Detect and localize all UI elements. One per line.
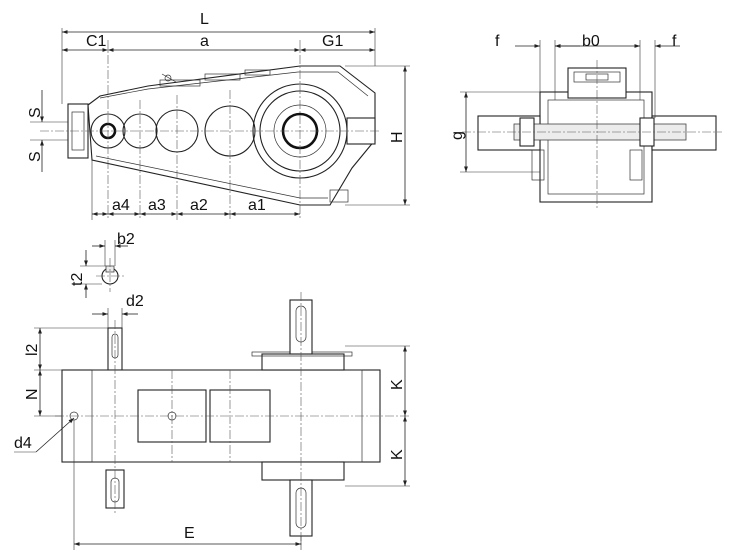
side-view (462, 60, 722, 210)
dim-label-d2: d2 (126, 293, 144, 310)
dim-label-N: N (24, 388, 41, 400)
dim-label-f-right: f (672, 33, 677, 50)
dim-label-E: E (184, 525, 195, 542)
dim-label-G1: G1 (322, 33, 343, 50)
dim-label-l2: l2 (24, 343, 41, 356)
dim-label-f-left: f (495, 33, 500, 50)
dim-label-L: L (200, 11, 209, 28)
dim-label-g: g (449, 131, 466, 140)
dim-label-b2: b2 (117, 231, 135, 248)
dim-label-H: H (389, 131, 406, 143)
dim-label-a2: a2 (190, 197, 208, 214)
top-view (55, 292, 410, 545)
side-view-dimensions: f b0 f g (449, 33, 680, 173)
top-view-dimensions: d2 l2 N K K d4 E (14, 293, 410, 550)
dim-label-a4: a4 (112, 197, 130, 214)
dim-label-S-top: S (27, 107, 44, 118)
dim-label-S-bottom: S (27, 151, 44, 162)
front-view-dimensions: L C1 a G1 S S H a4 a3 a2 a1 (27, 11, 410, 220)
dim-label-d4: d4 (14, 435, 32, 452)
dim-label-a1: a1 (248, 197, 266, 214)
front-view (40, 40, 380, 220)
dim-label-a3: a3 (148, 197, 166, 214)
dim-label-t2: t2 (69, 273, 86, 286)
dim-label-K-top: K (389, 379, 406, 390)
dim-label-a: a (200, 33, 209, 50)
dim-label-K-bottom: K (389, 449, 406, 460)
dim-label-b0: b0 (582, 33, 600, 50)
dim-label-C1: C1 (86, 33, 107, 50)
keyway-detail: b2 t2 (69, 231, 135, 298)
